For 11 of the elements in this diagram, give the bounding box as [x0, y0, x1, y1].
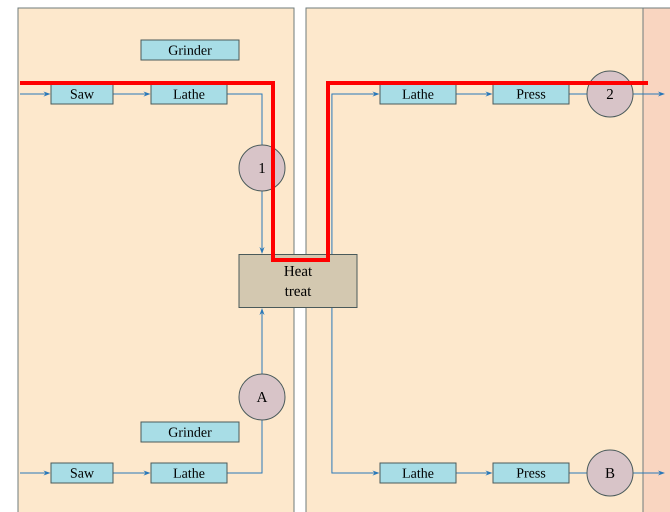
process-box: Lathe: [380, 462, 456, 484]
process-box: Press: [492, 84, 570, 104]
process-box: Saw: [50, 84, 114, 104]
process-box: Saw: [50, 462, 114, 484]
process-box: Lathe: [150, 84, 228, 104]
process-box: Grinder: [140, 40, 240, 60]
process-box: Heat treat: [238, 254, 358, 308]
process-box: Lathe: [380, 84, 456, 104]
process-box: Lathe: [150, 462, 228, 484]
process-box: Grinder: [140, 422, 240, 442]
process-box: Press: [492, 462, 570, 484]
